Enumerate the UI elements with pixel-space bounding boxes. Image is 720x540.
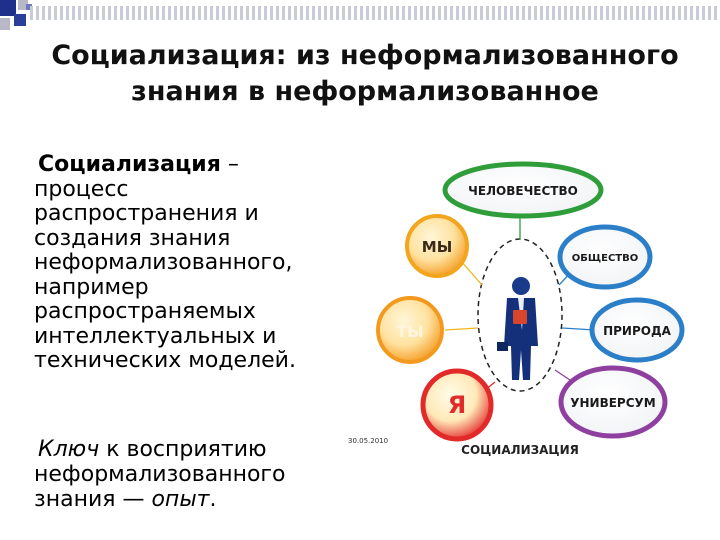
- key-paragraph: Ключ к восприятию неформализованного зна…: [34, 437, 334, 512]
- node-society-label: ОБЩЕСТВО: [572, 253, 639, 264]
- key-experience: опыт: [151, 487, 210, 512]
- definition-line: неформализованного,: [34, 250, 293, 275]
- node-you-label: ТЫ: [396, 322, 424, 341]
- node-universe: [558, 365, 668, 439]
- diagram-caption: СОЦИАЛИЗАЦИЯ: [461, 443, 579, 457]
- node-we-label: МЫ: [422, 238, 452, 256]
- definition-line: интеллектуальных и: [34, 323, 277, 349]
- deco-square-gray: [0, 18, 10, 30]
- deco-square-blue: [0, 0, 16, 16]
- title-line-1: Социализация: из неформализованного: [51, 40, 679, 71]
- node-universe-label: УНИВЕРСУМ: [570, 396, 655, 410]
- node-we: [405, 214, 469, 278]
- key-rest: к восприятию: [99, 437, 267, 462]
- node-nature: [589, 297, 685, 363]
- top-stripe-band: [30, 6, 720, 20]
- node-you: [376, 296, 444, 364]
- node-me-label: Я: [448, 391, 466, 419]
- person-figure: [497, 277, 538, 380]
- deco-square-gray: [18, 0, 28, 10]
- slide-date: 30.05.2010: [348, 437, 389, 445]
- definition-line: создания знания: [34, 225, 231, 251]
- deco-square-lightblue: [14, 14, 26, 26]
- node-humanity: [442, 161, 604, 219]
- definition-term: Социализация: [38, 152, 221, 177]
- slide-title: Социализация: из неформализованного знан…: [20, 38, 710, 110]
- key-line-3-suffix: .: [209, 487, 217, 512]
- key-line-2: неформализованного: [34, 462, 286, 487]
- node-nature-label: ПРИРОДА: [603, 324, 672, 338]
- definition-line: например: [34, 274, 149, 300]
- connector-line: [554, 369, 571, 381]
- definition-line: распространяемых: [34, 299, 256, 324]
- connector-line: [561, 327, 596, 331]
- deco-square-small: [26, 4, 32, 10]
- definition-line: процесс: [34, 176, 129, 202]
- key-word: Ключ: [38, 437, 100, 462]
- node-me: [420, 368, 494, 442]
- title-line-2: знания в неформализованное: [131, 76, 599, 107]
- definition-paragraph: Социализация – процесс распространения и…: [34, 152, 334, 374]
- definition-dash: –: [220, 152, 239, 177]
- definition-line: технических моделей.: [34, 348, 296, 373]
- connector-line: [444, 327, 479, 331]
- node-society: [557, 224, 653, 290]
- socialization-diagram: ЧЕЛОВЕЧЕСТВО МЫ ОБЩЕСТВО ТЫ ПРИРОДА Я УН…: [376, 161, 685, 457]
- key-line-3-prefix: знания —: [34, 487, 152, 512]
- definition-line: распространения и: [34, 201, 259, 226]
- connector-line: [459, 259, 483, 286]
- node-humanity-label: ЧЕЛОВЕЧЕСТВО: [468, 184, 578, 198]
